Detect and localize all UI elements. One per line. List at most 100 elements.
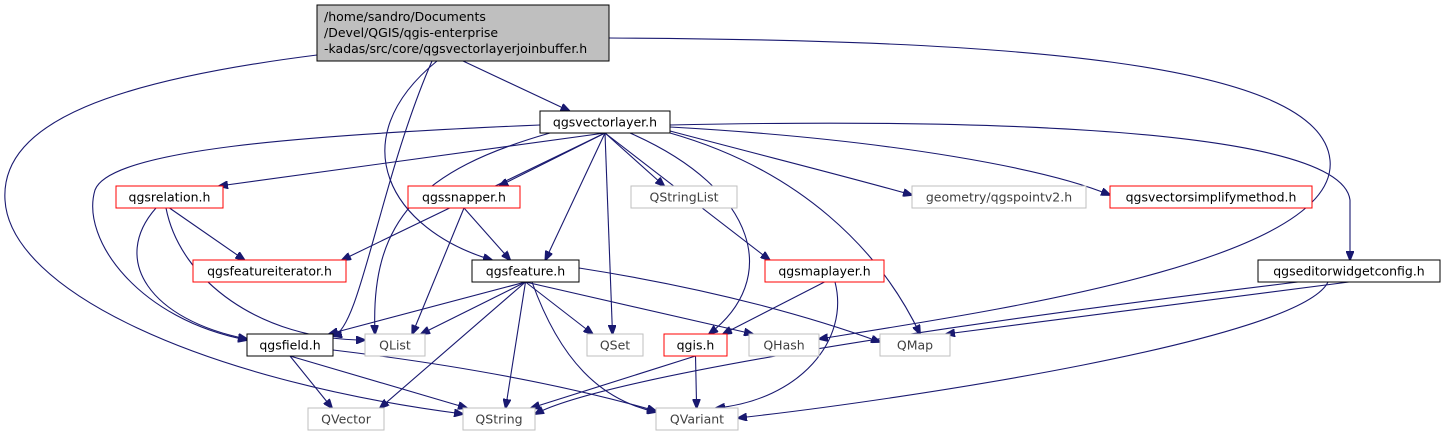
- node-field[interactable]: qgsfield.h: [246, 333, 334, 357]
- node-stringlist-label: QStringList: [650, 190, 719, 205]
- edge-feature-to-qvector: [380, 281, 526, 408]
- node-snapper-box: [407, 185, 521, 209]
- node-qgis[interactable]: qgis.h: [663, 333, 728, 357]
- node-qgis-label: qgis.h: [677, 338, 715, 353]
- node-qvariant-box: [655, 407, 739, 431]
- edge-vectorlayer-to-qgis: [629, 132, 750, 334]
- edge-maplayer-to-qgis: [723, 281, 825, 334]
- edge-editorwidget-to-qmap: [946, 281, 1350, 334]
- node-snapper-label: qgssnapper.h: [422, 190, 506, 205]
- node-pointv2[interactable]: geometry/qgspointv2.h: [911, 185, 1087, 209]
- node-relation[interactable]: qgsrelation.h: [115, 185, 224, 209]
- node-relation-label: qgsrelation.h: [129, 190, 211, 205]
- node-simplify[interactable]: qgsvectorsimplifymethod.h: [1109, 185, 1313, 209]
- node-vectorlayer[interactable]: qgsvectorlayer.h: [539, 110, 671, 134]
- edge-feature-to-qset: [525, 281, 593, 334]
- edge-vectorlayer-to-stringlist: [604, 132, 664, 186]
- node-qvector-box: [307, 407, 385, 431]
- edge-vectorlayer-to-editorwidget: [669, 122, 1350, 260]
- node-editorwidget-box: [1257, 259, 1441, 283]
- node-root-label-line-1: /Devel/QGIS/qgis-enterprise: [324, 25, 498, 40]
- edge-feature-to-qmap: [578, 267, 880, 342]
- edge-snapper-to-feature: [463, 207, 510, 260]
- node-pointv2-label: geometry/qgspointv2.h: [926, 190, 1072, 205]
- node-qstring-box: [462, 407, 536, 431]
- edge-root-to-feature: [384, 60, 492, 260]
- node-qstring[interactable]: QString: [462, 407, 536, 431]
- edge-root-to-qhash: [608, 37, 1331, 339]
- node-maplayer-box: [764, 259, 885, 283]
- node-qlist[interactable]: QList: [364, 333, 426, 357]
- node-qstring-label: QString: [475, 412, 522, 427]
- node-feature-box: [471, 259, 580, 283]
- node-qset[interactable]: QSet: [586, 333, 644, 357]
- edge-root-to-qstring: [4, 54, 463, 414]
- nodes: /home/sandro/Documents/Devel/QGIS/qgis-e…: [115, 4, 1441, 431]
- node-qmap-label: QMap: [897, 338, 933, 353]
- edge-vectorlayer-to-field: [92, 124, 541, 340]
- node-maplayer[interactable]: qgsmaplayer.h: [764, 259, 885, 283]
- node-qhash-box: [748, 333, 820, 357]
- node-maplayer-label: qgsmaplayer.h: [778, 264, 870, 279]
- node-root-label-line-0: /home/sandro/Documents: [324, 9, 486, 24]
- edge-vectorlayer-to-simplify: [669, 126, 1110, 195]
- edge-snapper-to-qlist: [412, 207, 465, 334]
- edge-relation-to-field: [136, 207, 247, 339]
- edge-vectorlayer-to-feature: [545, 132, 606, 260]
- node-root-box: [316, 4, 610, 62]
- edge-maplayer-to-qvariant: [716, 281, 839, 408]
- node-featureiterator-box: [192, 259, 347, 283]
- node-editorwidget-label: qgseditorwidgetconfig.h: [1273, 264, 1424, 279]
- node-featureiterator-label: qgsfeatureiterator.h: [207, 264, 332, 279]
- node-qset-label: QSet: [600, 338, 630, 353]
- edge-field-to-qvector: [289, 355, 332, 408]
- node-stringlist-box: [630, 185, 738, 209]
- node-vectorlayer-box: [539, 110, 671, 134]
- node-root[interactable]: /home/sandro/Documents/Devel/QGIS/qgis-e…: [316, 4, 610, 62]
- node-qmap-box: [879, 333, 951, 357]
- edge-feature-to-qlist: [421, 281, 526, 334]
- node-editorwidget[interactable]: qgseditorwidgetconfig.h: [1257, 259, 1441, 283]
- node-vectorlayer-label: qgsvectorlayer.h: [553, 115, 657, 130]
- edge-root-to-vectorlayer: [462, 60, 570, 111]
- node-simplify-box: [1109, 185, 1313, 209]
- node-qgis-box: [663, 333, 728, 357]
- edge-vectorlayer-to-qset: [604, 132, 613, 334]
- node-qmap[interactable]: QMap: [879, 333, 951, 357]
- edge-field-to-qstring: [289, 355, 467, 408]
- edge-relation-to-featureiterator: [169, 207, 245, 260]
- edge-vectorlayer-to-pointv2: [669, 130, 912, 195]
- node-pointv2-box: [911, 185, 1087, 209]
- node-qlist-label: QList: [379, 338, 411, 353]
- node-qhash-label: QHash: [763, 338, 804, 353]
- node-snapper[interactable]: qgssnapper.h: [407, 185, 521, 209]
- edge-vectorlayer-to-qmap: [669, 132, 920, 334]
- edges: [4, 37, 1350, 418]
- node-qlist-box: [364, 333, 426, 357]
- edge-vectorlayer-to-qlist: [375, 132, 551, 334]
- node-feature-label: qgsfeature.h: [486, 264, 565, 279]
- node-featureiterator[interactable]: qgsfeatureiterator.h: [192, 259, 347, 283]
- edge-qgis-to-qstring: [531, 355, 696, 408]
- node-relation-box: [115, 185, 224, 209]
- node-qvector[interactable]: QVector: [307, 407, 385, 431]
- edge-field-to-qvariant: [332, 349, 656, 411]
- node-field-label: qgsfield.h: [259, 338, 320, 353]
- edge-qgis-to-qvariant: [696, 355, 697, 408]
- edge-feature-to-qhash: [525, 281, 754, 334]
- node-field-box: [246, 333, 334, 357]
- edge-editorwidget-to-qvariant: [738, 281, 1329, 418]
- node-feature[interactable]: qgsfeature.h: [471, 259, 580, 283]
- node-qhash[interactable]: QHash: [748, 333, 820, 357]
- edge-feature-to-qvariant: [531, 281, 656, 412]
- node-qvariant[interactable]: QVariant: [655, 407, 739, 431]
- node-simplify-label: qgsvectorsimplifymethod.h: [1126, 190, 1297, 205]
- edge-feature-to-qstring: [506, 281, 527, 408]
- node-qvector-label: QVector: [321, 412, 372, 427]
- edge-vectorlayer-to-relation: [219, 132, 606, 186]
- node-stringlist[interactable]: QStringList: [630, 185, 738, 209]
- node-qset-box: [586, 333, 644, 357]
- node-qvariant-label: QVariant: [670, 412, 724, 427]
- edge-feature-to-field: [329, 281, 526, 334]
